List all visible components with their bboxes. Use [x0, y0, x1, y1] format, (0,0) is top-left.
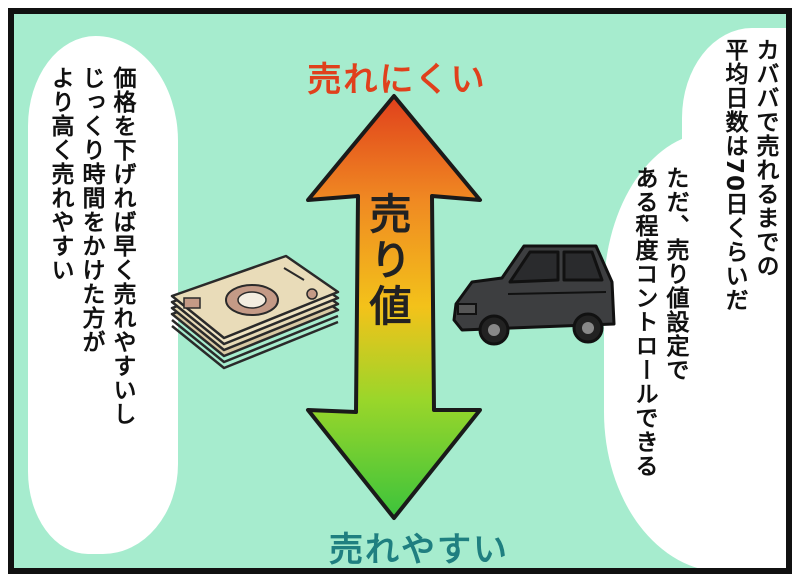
left-bubble-line-2: じっくり時間をかけた方が: [78, 66, 104, 354]
selling-price-label: 売り値: [363, 192, 412, 330]
car-icon: [446, 238, 618, 354]
right-lower-line-2: ある程度コントロールできる: [631, 166, 657, 478]
right-lower-line-1: ただ、売り値設定で: [662, 166, 688, 382]
right-upper-line-1: カババで売れるまでの: [752, 38, 778, 278]
left-bubble-line-3: より高く売れやすい: [47, 66, 73, 282]
right-speech-bubble-upper: [682, 28, 786, 376]
right-upper-line-2: 平均日数は70日くらいだ: [721, 38, 747, 313]
left-bubble-text: 価格を下げれば早く売れやすいし じっくり時間をかけた方が より高く売れやすい: [44, 66, 137, 426]
left-speech-bubble: [28, 36, 178, 554]
hard-to-sell-label: 売れにくい: [307, 60, 487, 100]
right-lower-bubble-text: ただ、売り値設定で ある程度コントロールできる: [628, 166, 690, 478]
right-upper-bubble-text: カババで売れるまでの 平均日数は70日くらいだ: [718, 38, 780, 312]
manga-panel: 価格を下げれば早く売れやすいし じっくり時間をかけた方が より高く売れやすい カ…: [8, 8, 792, 574]
banknote-stack-icon: [166, 244, 342, 374]
left-bubble-line-1: 価格を下げれば早く売れやすいし: [109, 66, 135, 426]
easy-to-sell-label: 売れやすい: [329, 530, 509, 570]
double-arrow-icon: [306, 94, 482, 520]
price-double-arrow: [304, 92, 484, 524]
